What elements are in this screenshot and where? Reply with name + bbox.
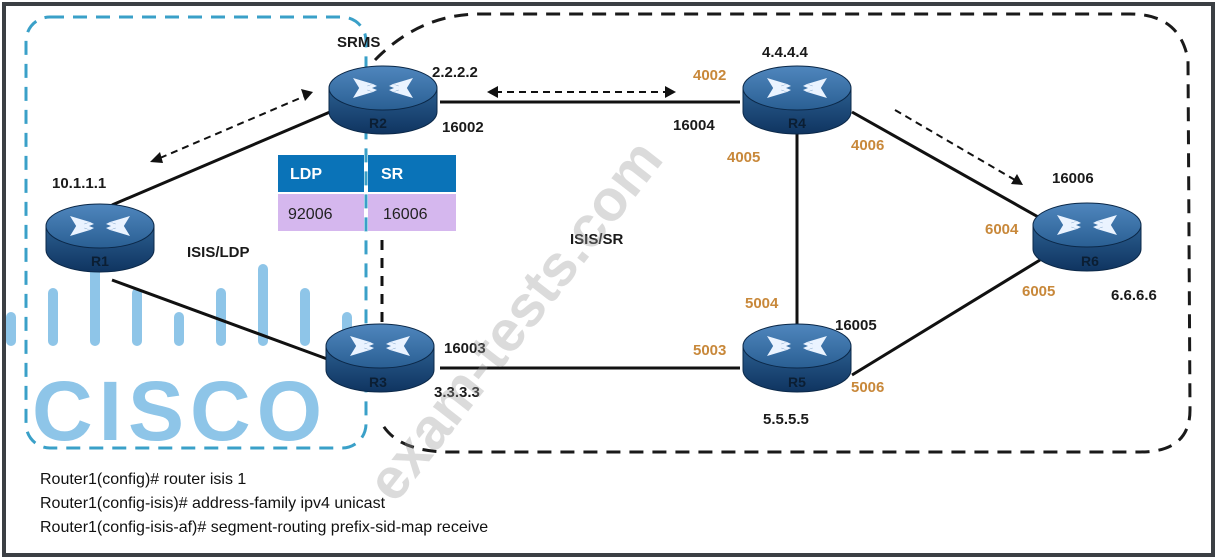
table-cell-ldp xyxy=(278,194,364,231)
table-header-ldp-text: LDP xyxy=(290,166,322,183)
table-value-sr: 16006 xyxy=(383,206,428,223)
router-r6-name: R6 xyxy=(1081,253,1099,269)
port-6004: 6004 xyxy=(985,221,1019,238)
port-6005: 6005 xyxy=(1022,283,1055,300)
port-5004: 5004 xyxy=(745,295,779,312)
router-r2-name: R2 xyxy=(369,115,387,131)
router-r3-sid: 16003 xyxy=(444,340,486,357)
arrow-heads xyxy=(150,86,1023,185)
isis-ldp-label: ISIS/LDP xyxy=(187,244,250,261)
table-header-sr-text: SR xyxy=(381,166,404,183)
router-r2-sid: 16002 xyxy=(442,119,484,136)
table-value-ldp: 92006 xyxy=(288,206,333,223)
cli-commands: Router1(config)# router isis 1 Router1(c… xyxy=(40,471,488,536)
router-r3-name: R3 xyxy=(369,374,387,390)
arrow-r1-r2 xyxy=(159,95,306,159)
cisco-logo: CISCO xyxy=(6,264,352,458)
ldp-domain-boundary xyxy=(24,15,368,450)
isis-sr-label: ISIS/SR xyxy=(570,231,624,248)
router-r3-address: 3.3.3.3 xyxy=(434,384,480,401)
router-r5-sid: 16005 xyxy=(835,317,877,334)
srms-label: SRMS xyxy=(337,34,380,51)
table-header-ldp xyxy=(278,155,364,192)
link-r1-r2 xyxy=(111,110,331,207)
router-r1-address: 10.1.1.1 xyxy=(52,175,106,192)
sr-domain-boundary xyxy=(373,12,1192,454)
port-4005: 4005 xyxy=(727,149,760,166)
cli-command-line: Router1(config-isis)# address-family ipv… xyxy=(40,495,386,512)
router-r5-name: R5 xyxy=(788,374,806,390)
table-cell-sr xyxy=(368,194,456,231)
link-r5-r6 xyxy=(851,258,1041,377)
router-r1-name: R1 xyxy=(91,253,109,269)
port-5006: 5006 xyxy=(851,379,884,396)
router-r4-name: R4 xyxy=(788,115,806,131)
signalling-arrows xyxy=(159,91,1016,181)
port-5003: 5003 xyxy=(693,342,726,359)
router-r5-address: 5.5.5.5 xyxy=(763,411,809,428)
cisco-logo-text: CISCO xyxy=(32,364,328,458)
link-r4-r6 xyxy=(851,110,1041,220)
cli-command-line: Router1(config-isis-af)# segment-routing… xyxy=(40,519,488,536)
router-r6-address: 6.6.6.6 xyxy=(1111,287,1157,304)
router-r4-sid: 16004 xyxy=(673,117,715,134)
port-4006: 4006 xyxy=(851,137,884,154)
port-4002: 4002 xyxy=(693,67,726,84)
label-table: LDP SR 92006 16006 xyxy=(278,155,456,231)
table-header-sr xyxy=(368,155,456,192)
link-r1-r3 xyxy=(111,278,331,362)
router-r4-address: 4.4.4.4 xyxy=(762,44,809,61)
router-r6-sid: 16006 xyxy=(1052,170,1094,187)
links xyxy=(111,100,1041,377)
router-r2-address: 2.2.2.2 xyxy=(432,64,478,81)
cli-command-line: Router1(config)# router isis 1 xyxy=(40,471,246,488)
